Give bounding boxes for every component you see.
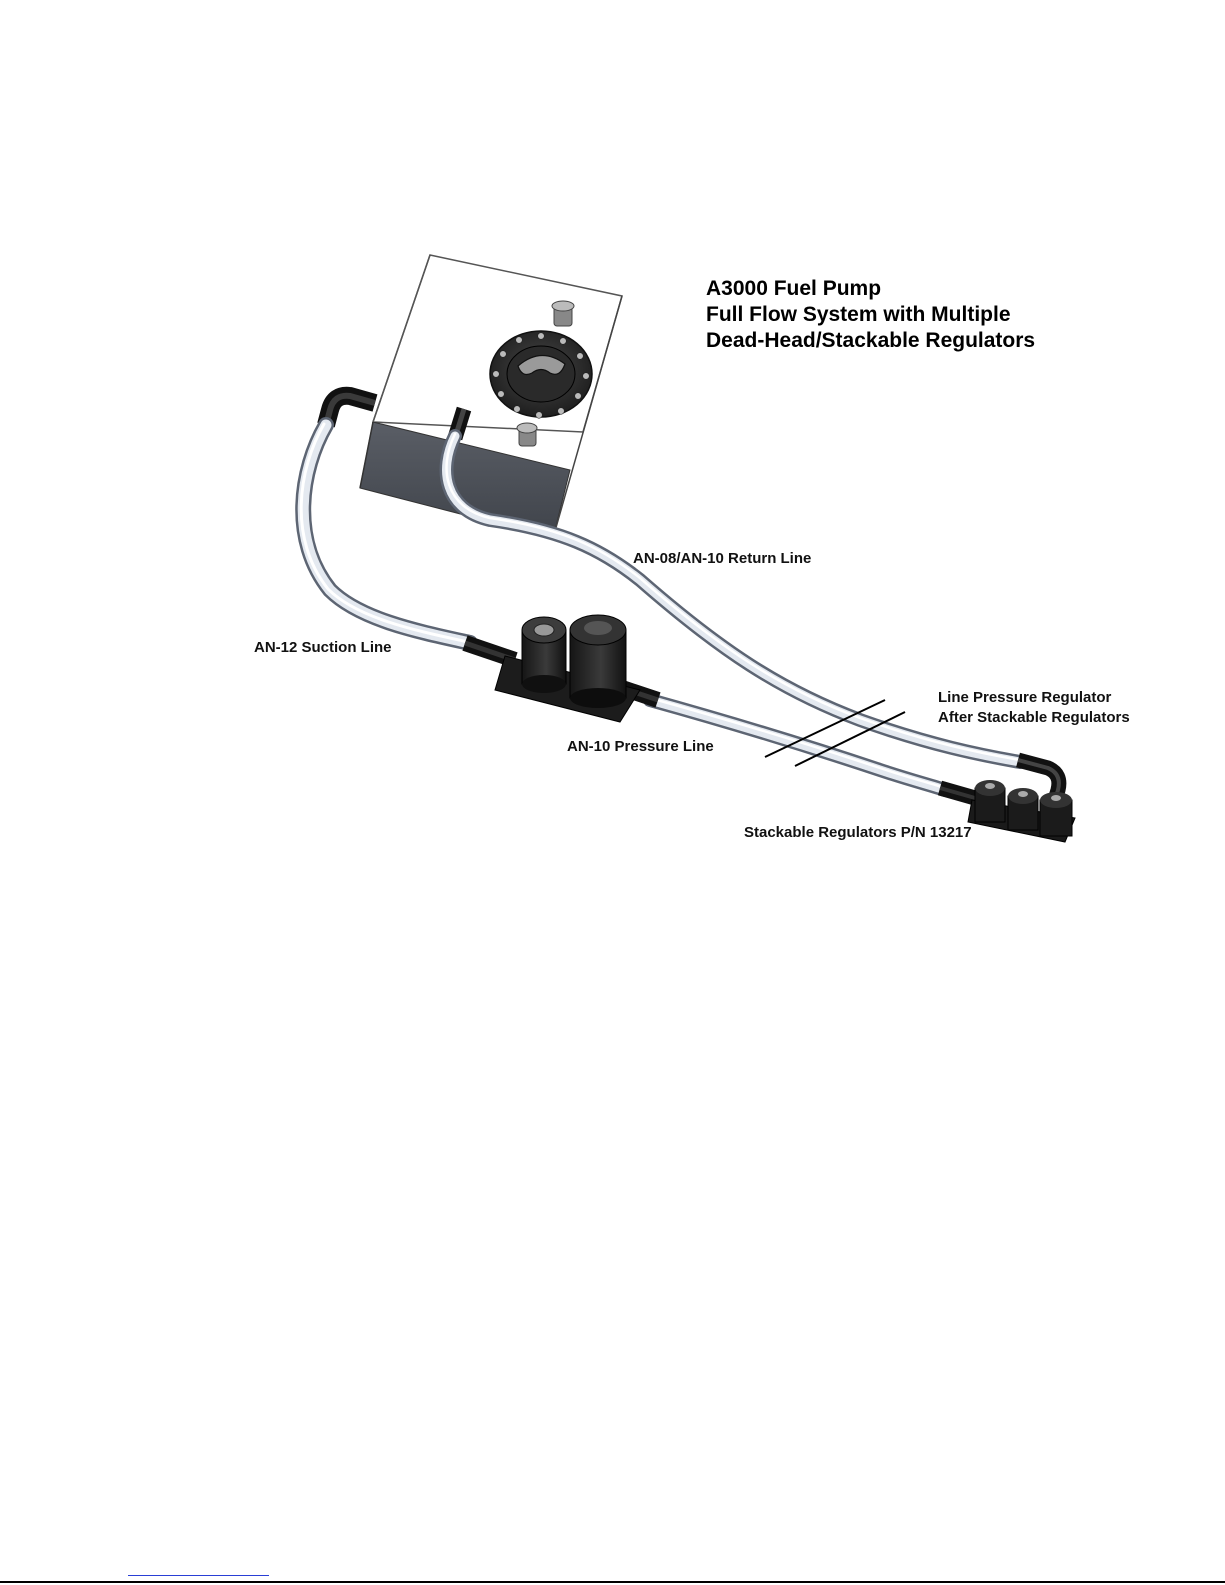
diagram-title-line-1: A3000 Fuel Pump [706,277,881,301]
pressure-line-label: AN-10 Pressure Line [567,738,714,755]
footer-rule [0,1581,1225,1583]
line-regulator-label-2: After Stackable Regulators [938,709,1130,726]
line-regulator-label-1: Line Pressure Regulator [938,689,1111,706]
diagram-title-line-3: Dead-Head/Stackable Regulators [706,329,1035,353]
suction-line-label: AN-12 Suction Line [254,639,392,656]
pump-filter [522,617,566,693]
fuel-pump-assembly [465,615,658,722]
pump-motor [570,615,626,708]
diagram-title-line-2: Full Flow System with Multiple [706,303,1011,327]
tank-bung-top [552,301,574,326]
tank-bung-bottom [517,423,537,446]
fuel-tank [326,255,622,538]
suction-elbow-fitting [326,396,375,425]
tank-bottom [360,422,570,538]
tank-top [373,255,622,432]
filler-cap [490,331,592,418]
return-line-label: AN-08/AN-10 Return Line [633,550,811,567]
stackable-regulator-1 [975,780,1005,822]
footer-link-underline [128,1575,269,1576]
stackable-regulators-label: Stackable Regulators P/N 13217 [744,824,972,841]
line-pressure-regulator [1040,792,1072,836]
stackable-regulator-2 [1008,788,1038,830]
